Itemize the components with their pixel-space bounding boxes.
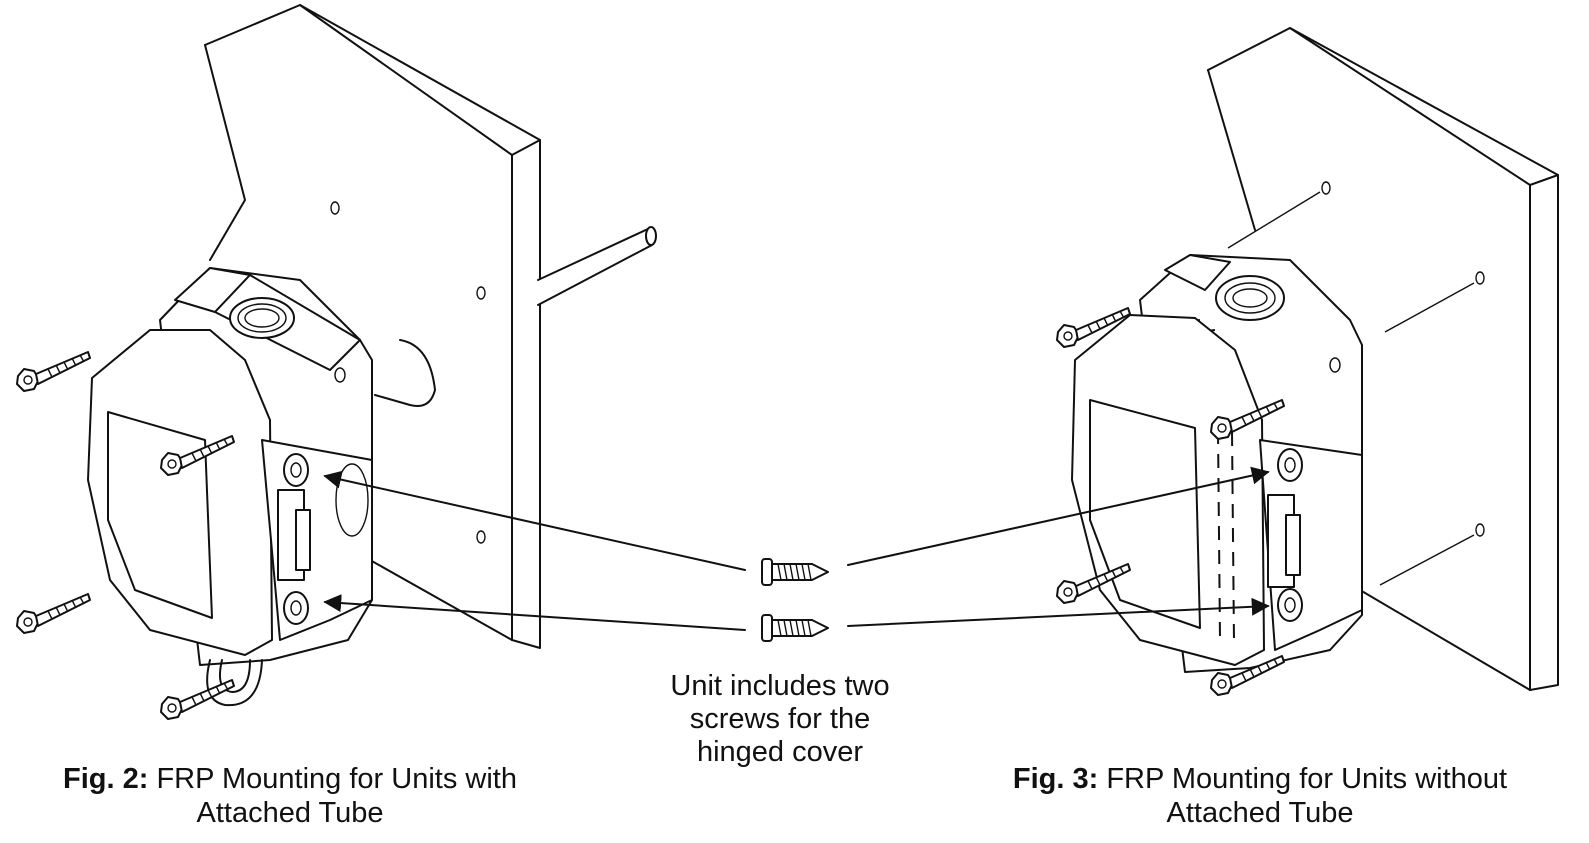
- fig2-mounting-screw: [16, 351, 91, 392]
- fig2-hole: [476, 286, 486, 300]
- fig3-hole: [1321, 181, 1331, 195]
- fig2-probe-tube: [537, 227, 657, 306]
- fig3-caption: Fig. 3: FRP Mounting for Units without A…: [960, 762, 1560, 830]
- fig2-caption: Fig. 2: FRP Mounting for Units with Atta…: [40, 762, 540, 830]
- fig2-hole: [330, 201, 340, 215]
- fig2-mounting-screw: [16, 593, 91, 634]
- callout-screws: [761, 558, 829, 642]
- fig2-drawing: [16, 4, 657, 720]
- fig3-drawing: [1056, 27, 1559, 696]
- self-tapping-screw-icon: [761, 614, 829, 642]
- fig3-caption-text: FRP Mounting for Units without Attached …: [1106, 763, 1508, 829]
- fig2-hole: [476, 530, 486, 544]
- arrow-to-fig2-upper-hinge: [323, 470, 746, 571]
- arrow-to-fig3-lower-hinge: [847, 597, 1270, 627]
- fig3-hole: [1475, 271, 1485, 285]
- self-tapping-screw-icon: [761, 558, 829, 586]
- fig2-caption-text: FRP Mounting for Units with Attached Tub…: [156, 763, 517, 829]
- fig2-label: Fig. 2:: [63, 763, 149, 795]
- callout-arrows: [323, 466, 1270, 631]
- arrow-to-fig2-lower-hinge: [323, 594, 746, 631]
- fig2-mounting-screw: [160, 679, 235, 720]
- fig3-label: Fig. 3:: [1012, 763, 1099, 795]
- fig3-hole: [1475, 523, 1485, 537]
- arrow-to-fig3-upper-hinge: [847, 466, 1270, 566]
- callout-text: Unit includes two screws for the hinged …: [670, 670, 890, 768]
